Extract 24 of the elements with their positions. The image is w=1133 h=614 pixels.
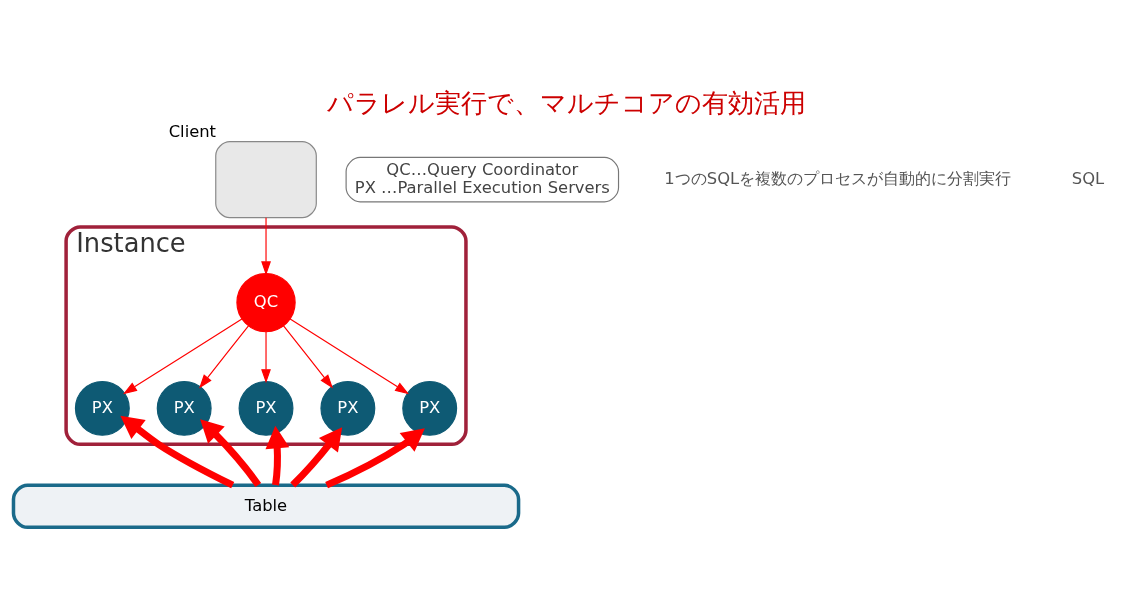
node-circle: PX xyxy=(238,380,294,436)
arrow xyxy=(265,425,290,486)
arrow xyxy=(261,217,271,276)
arrow xyxy=(123,318,243,395)
diagram-title: パラレル実行で、マルチコアの有効活用 xyxy=(327,87,806,118)
arrow xyxy=(261,330,271,384)
arrow xyxy=(199,325,250,389)
node-label: Client xyxy=(168,122,217,142)
label: 1つのSQLを複数のプロセスが自動的に分割実行 xyxy=(664,168,1012,188)
label: SQL xyxy=(1071,168,1105,188)
arrow xyxy=(200,419,262,487)
arrow xyxy=(290,427,343,488)
node-circle: PX xyxy=(74,380,130,436)
arrow xyxy=(282,325,333,389)
node-circle: PX xyxy=(402,380,458,436)
node-box xyxy=(215,141,317,219)
node-box: QC…Query Coordinator PX …Parallel Execution Servers xyxy=(345,156,620,203)
arrow xyxy=(289,318,410,395)
node-circle: QC xyxy=(236,272,296,333)
arrow xyxy=(325,428,425,489)
node-circle: PX xyxy=(156,380,212,436)
node-circle: PX xyxy=(320,380,376,436)
arrow xyxy=(120,415,235,489)
node-box: Table xyxy=(11,483,521,530)
